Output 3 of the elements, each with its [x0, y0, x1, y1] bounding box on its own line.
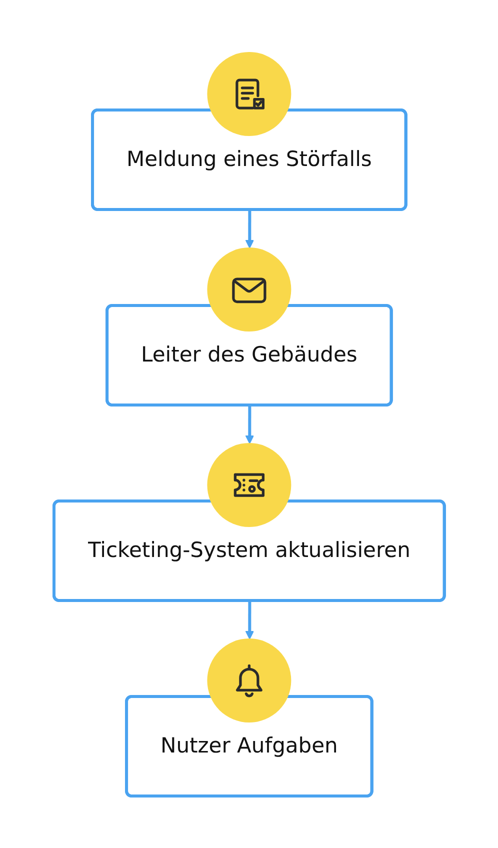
arrow: [245, 406, 254, 444]
arrow: [245, 601, 254, 640]
arrow: [245, 210, 254, 248]
